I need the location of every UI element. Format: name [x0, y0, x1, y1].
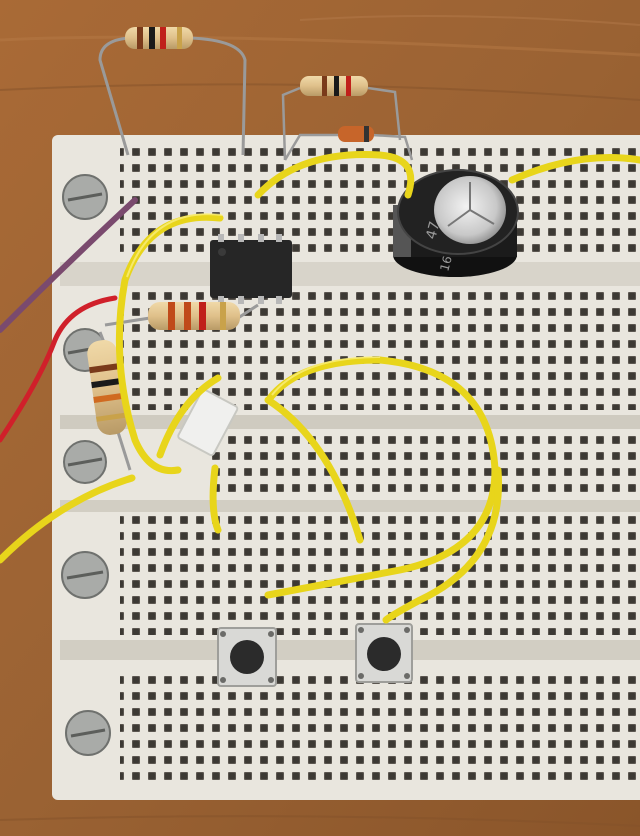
screw-4-icon — [61, 551, 109, 599]
capacitor-voltage-mark: 16 — [437, 254, 454, 272]
breadboard — [52, 135, 640, 800]
resistor-middle — [104, 302, 259, 330]
capacitor-marking: 47 — [423, 220, 443, 241]
ceramic-component — [177, 388, 239, 457]
purple-wire — [0, 197, 138, 333]
push-button-left[interactable] — [217, 627, 277, 687]
ic-chip — [210, 234, 292, 304]
resistor-top — [98, 27, 247, 156]
hole-field-bottom — [120, 668, 640, 788]
electrolytic-capacitor: 47 16 — [393, 169, 519, 277]
hole-field-top — [120, 143, 640, 253]
yellow-jumper-wires — [0, 151, 640, 624]
screw-1-icon — [62, 174, 108, 220]
push-button-right[interactable] — [355, 623, 413, 683]
red-wire — [0, 295, 118, 443]
screw-3-icon — [63, 440, 107, 484]
diode — [283, 126, 414, 161]
hole-field-middle — [210, 432, 640, 494]
resistor-upper-right — [281, 76, 402, 161]
screw-5-icon — [65, 710, 111, 756]
